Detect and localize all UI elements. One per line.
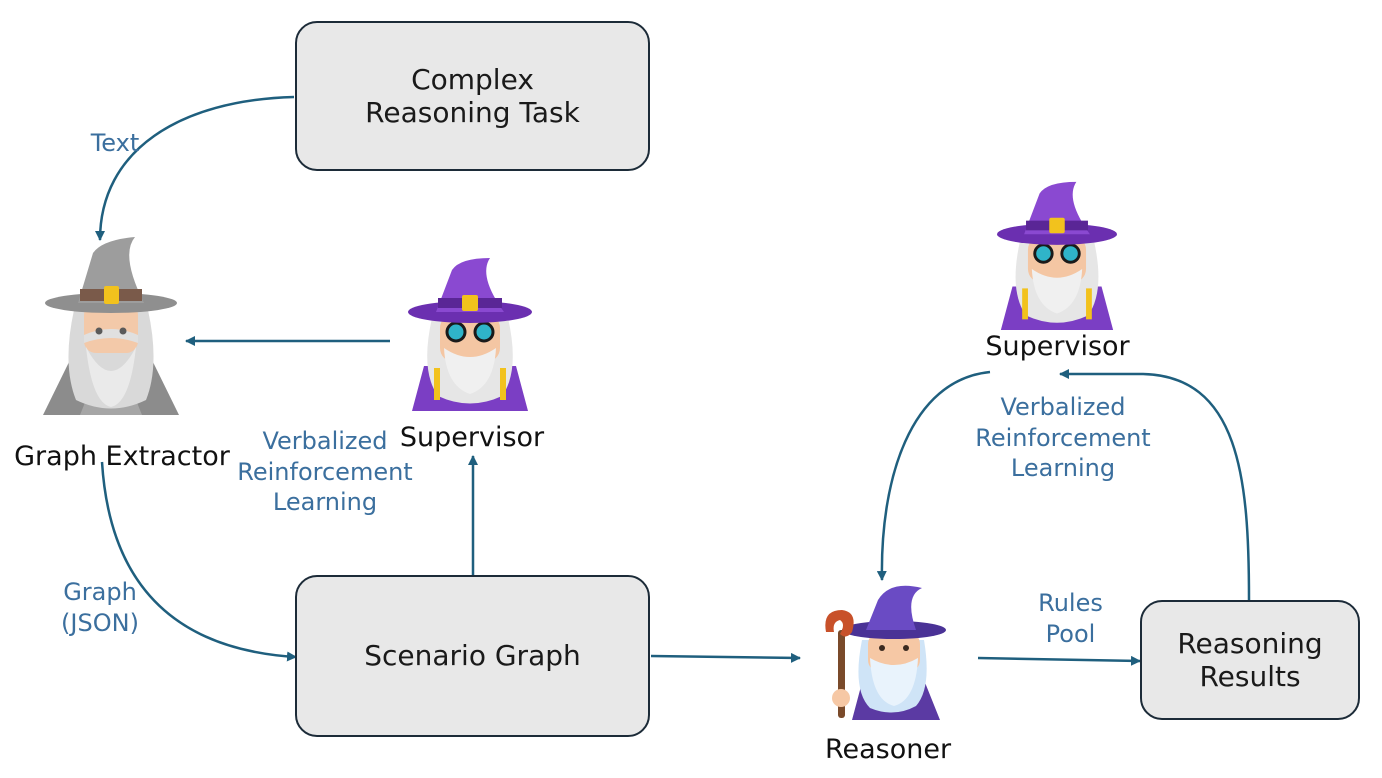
arrow-extractor-to-scenario [100,461,297,662]
scenario-graph-box: Scenario Graph [295,575,650,737]
arrow-results-to-supervisor [1059,369,1251,601]
arrow-scenario-to-reasoner [650,652,801,663]
graph-json-edge-label: Graph (JSON) [61,578,139,637]
arrow-reasoner-to-results [977,655,1141,666]
complex-reasoning-task-box: Complex Reasoning Task [295,21,650,171]
text-edge-label: Text [90,129,140,157]
purple-wizard-icon-right [997,181,1117,330]
graph-extractor-label: Graph Extractor [14,441,230,472]
wizard-with-staff-icon [825,585,946,720]
verbalized-rl-label-left: Verbalized Reinforcement Learning [237,427,413,517]
purple-wizard-icon [408,258,532,411]
arrow-task-to-extractor [95,95,295,241]
supervisor-label-right: Supervisor [985,331,1130,362]
reasoning-results-box: Reasoning Results [1140,600,1360,720]
grey-wizard-icon [43,237,179,415]
rules-pool-label: Rules Pool [1038,589,1103,648]
verbalized-rl-label-right: Verbalized Reinforcement Learning [975,393,1151,483]
reasoner-label: Reasoner [824,734,952,765]
arrow-supervisor-to-reasoner [876,370,991,581]
supervisor-label-left: Supervisor [399,422,545,453]
